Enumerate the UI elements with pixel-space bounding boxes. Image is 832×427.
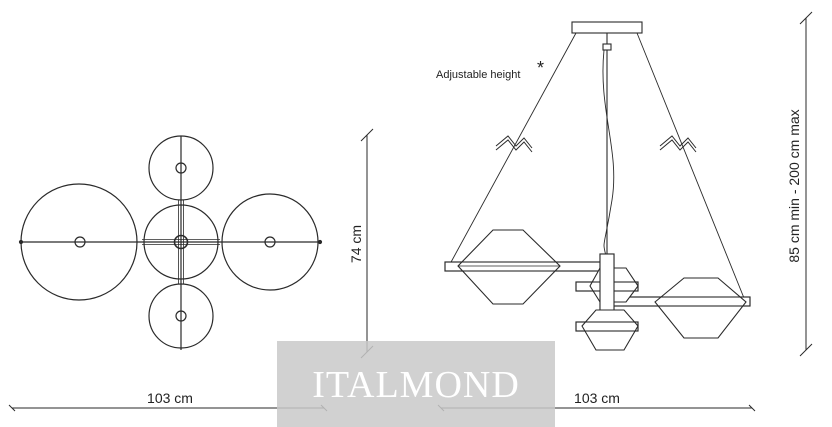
- watermark-logo-text: ITALMOND: [312, 364, 520, 406]
- width-label-top-view: 103 cm: [147, 390, 193, 406]
- arm-end-dot-left: [18, 239, 24, 245]
- watermark-box: [277, 341, 555, 427]
- right-glass-shade: [654, 277, 747, 339]
- suspension-cable-left: [449, 32, 577, 265]
- width-label-side-view: 103 cm: [574, 390, 620, 406]
- arm-end-dot-right: [317, 239, 323, 245]
- depth-label: 74 cm: [348, 225, 364, 263]
- height-dimension: [799, 11, 813, 357]
- rod-connector: [602, 43, 612, 51]
- power-cable: [602, 49, 615, 257]
- left-glass-shade: [457, 229, 561, 305]
- ceiling-canopy: [571, 21, 643, 34]
- adjustable-height-label: Adjustable height: [436, 69, 520, 81]
- watermark: ITALMOND: [277, 341, 555, 427]
- height-label: 85 cm min - 200 cm max: [786, 109, 802, 262]
- top-view: [18, 135, 323, 350]
- adjustable-height-asterisk: *: [537, 58, 544, 78]
- suspension-cable-right: [636, 32, 747, 304]
- cable-break-mark-left: [495, 135, 533, 153]
- lower-small-shade: [581, 309, 639, 351]
- cable-break-mark-right: [659, 135, 697, 153]
- side-view: [444, 21, 751, 351]
